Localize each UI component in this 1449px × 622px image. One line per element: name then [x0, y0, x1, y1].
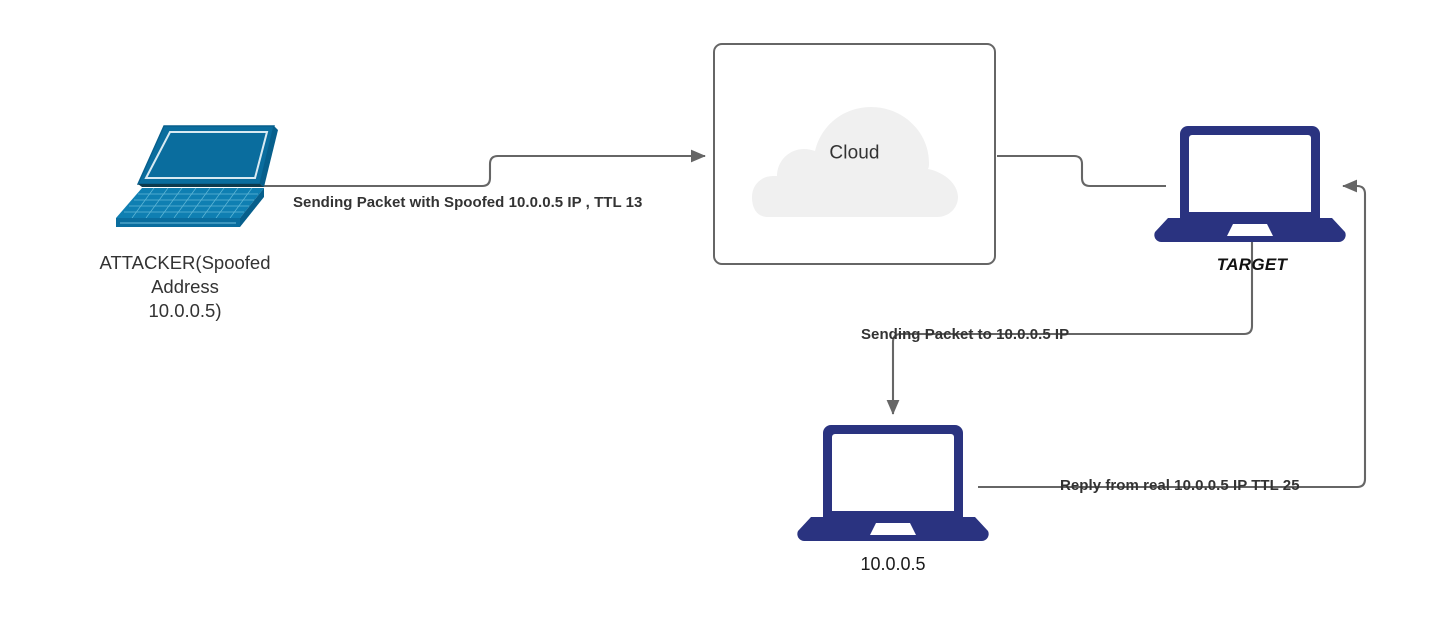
- edge-label-victim-to-target: Reply from real 10.0.0.5 IP TTL 25: [1060, 477, 1300, 494]
- laptop-icon: [797, 425, 989, 541]
- edge-attacker-to-cloud: [262, 149, 706, 188]
- edge-label-target-to-victim: Sending Packet to 10.0.0.5 IP: [861, 326, 1070, 343]
- target-node[interactable]: [1152, 126, 1348, 247]
- isometric-laptop-icon: [116, 125, 278, 227]
- target-caption: TARGET: [1216, 255, 1288, 274]
- cloud-icon: [751, 107, 958, 217]
- cloud-node[interactable]: Cloud: [713, 43, 996, 265]
- attacker-node[interactable]: [108, 124, 278, 228]
- victim-node[interactable]: [795, 425, 991, 546]
- edge-cloud-to-target: [997, 154, 1166, 188]
- cloud-label: Cloud: [829, 142, 880, 164]
- victim-caption: 10.0.0.5: [860, 554, 926, 574]
- attacker-caption: ATTACKER(Spoofed Address 10.0.0.5): [99, 252, 271, 321]
- laptop-icon: [1154, 126, 1346, 242]
- edge-label-attacker-to-cloud: Sending Packet with Spoofed 10.0.0.5 IP …: [293, 194, 643, 211]
